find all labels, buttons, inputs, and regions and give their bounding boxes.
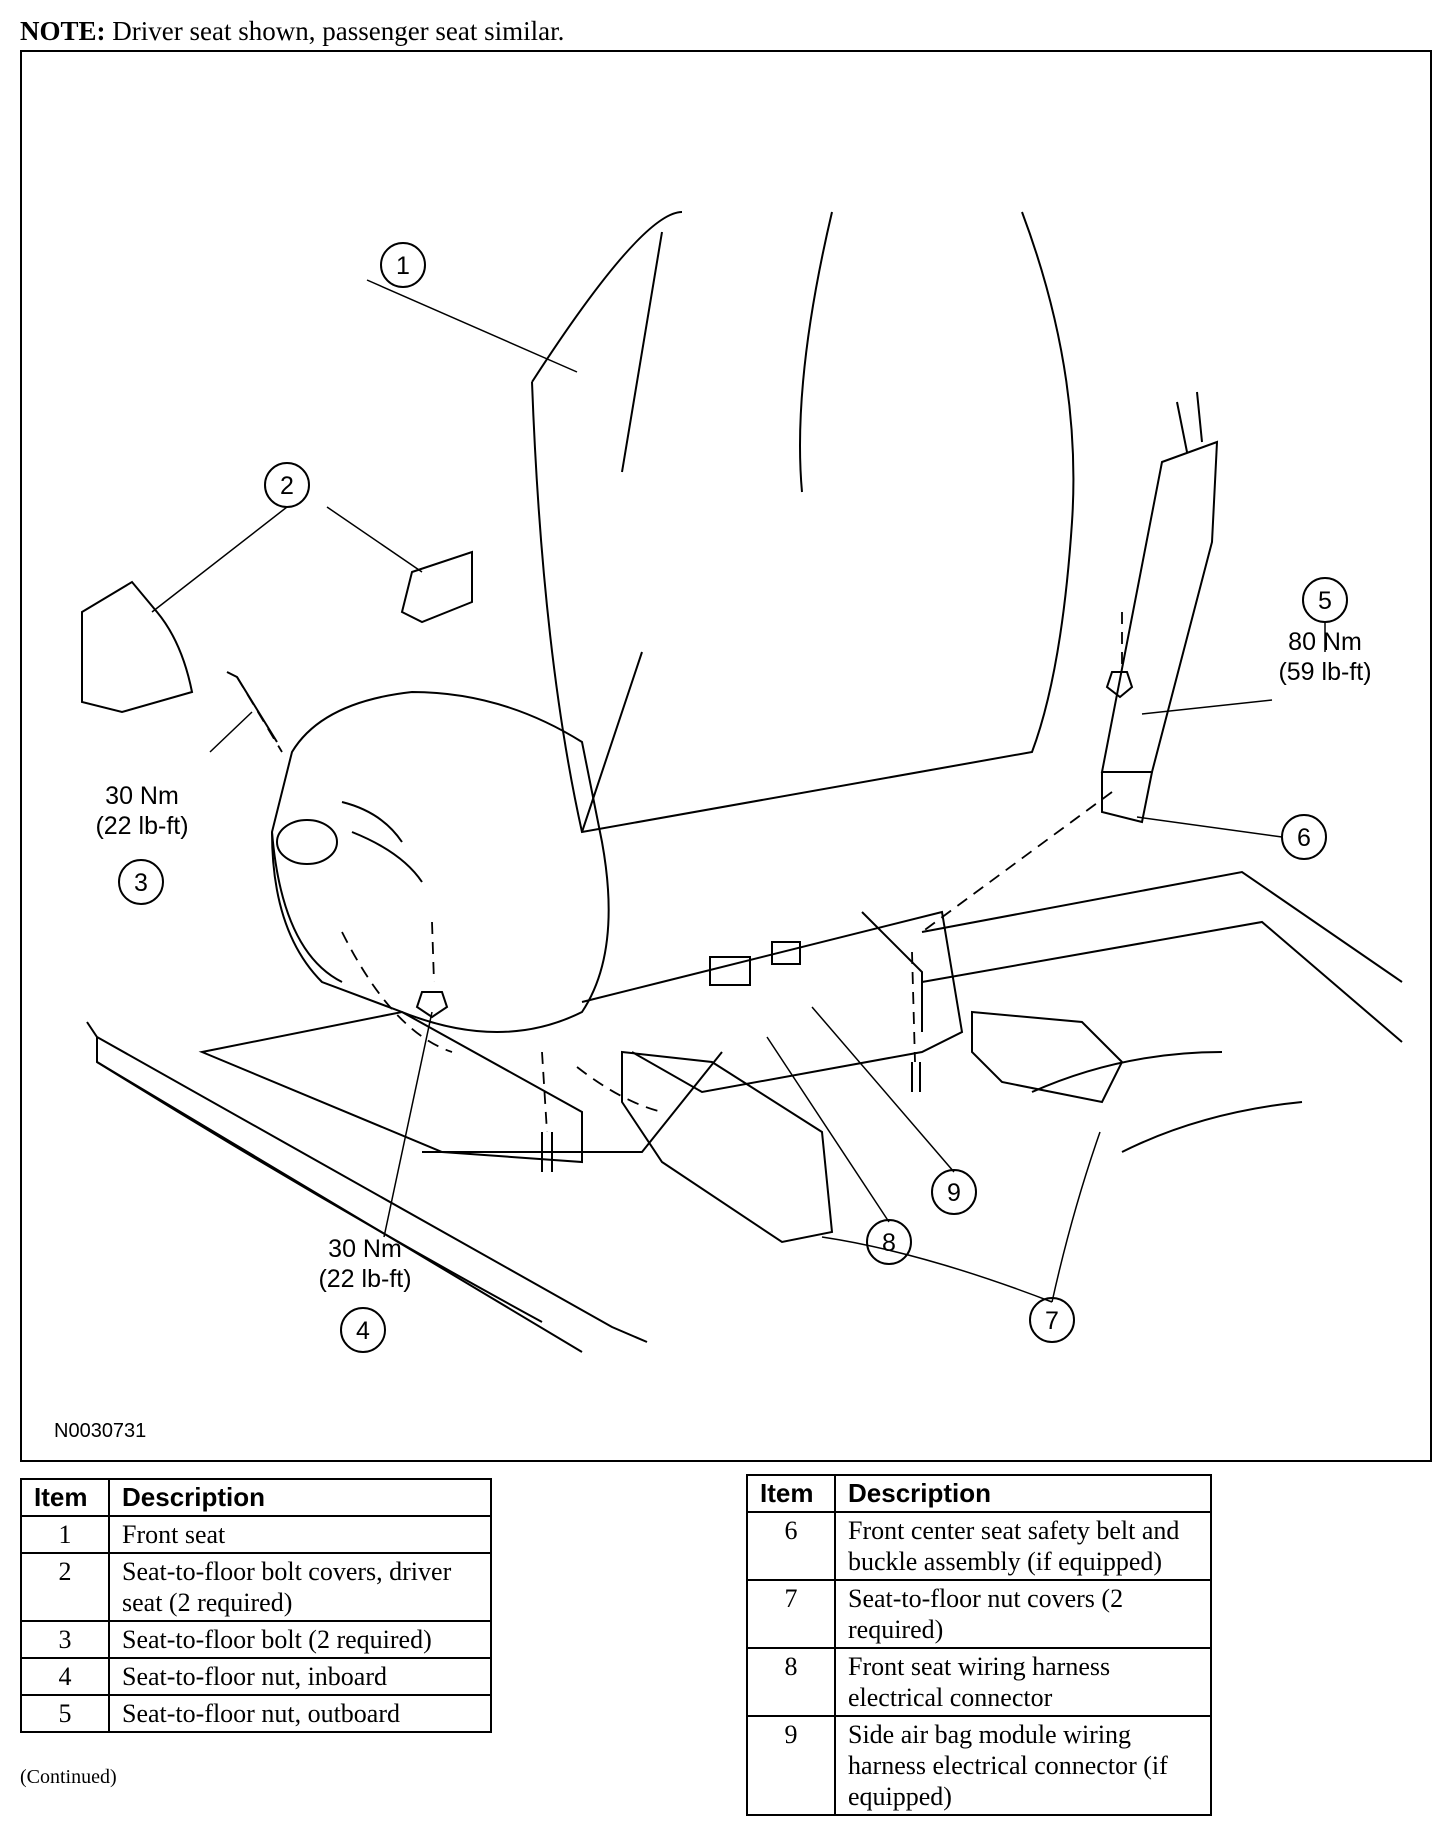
torque-bolt-metric: 30 Nm xyxy=(105,782,179,810)
torque-nut-inboard-metric: 30 Nm xyxy=(328,1235,402,1263)
header-item: Item xyxy=(20,1478,110,1517)
item-number: 3 xyxy=(20,1620,110,1659)
item-description: Front center seat safety belt and buckle… xyxy=(834,1511,1212,1581)
item-description: Seat-to-floor nut, outboard xyxy=(108,1694,492,1733)
item-description: Side air bag module wiring harness elect… xyxy=(834,1715,1212,1816)
header-description: Description xyxy=(108,1478,492,1517)
callout-3: 3 xyxy=(134,869,148,897)
continued-note: (Continued) xyxy=(20,1766,117,1788)
item-number: 2 xyxy=(20,1552,110,1622)
item-description: Seat-to-floor bolt covers, driver seat (… xyxy=(108,1552,492,1622)
note-label: NOTE: xyxy=(20,16,106,46)
floor-rail xyxy=(86,1021,648,1353)
nut-5 xyxy=(1105,671,1134,699)
bolt-cover-left xyxy=(81,580,194,714)
floor-carpet xyxy=(921,870,1403,1153)
table-header-row: Item Description xyxy=(20,1478,492,1517)
table-header-row: Item Description xyxy=(746,1474,1212,1513)
callout-1: 1 xyxy=(396,252,410,280)
torque-nut-inboard-imperial: (22 lb-ft) xyxy=(318,1265,411,1293)
leader-lines xyxy=(151,279,1326,1303)
seat-drawing: 1 2 3 4 5 6 7 8 9 30 Nm (22 lb-ft) 30 Nm… xyxy=(54,211,1403,1442)
item-description: Seat-to-floor nut, inboard xyxy=(108,1657,492,1696)
item-number: 8 xyxy=(746,1647,836,1717)
bolt-cover-right xyxy=(400,550,473,624)
seat-belt xyxy=(1100,391,1219,773)
item-number: 6 xyxy=(746,1511,836,1581)
callout-6: 6 xyxy=(1297,824,1311,852)
seat-control xyxy=(276,819,338,865)
nut-cover-right xyxy=(971,1010,1124,1104)
item-number: 5 xyxy=(20,1694,110,1733)
header-item: Item xyxy=(746,1474,836,1513)
note-text: Driver seat shown, passenger seat simila… xyxy=(112,16,565,46)
callout-5: 5 xyxy=(1318,587,1332,615)
torque-bolt-imperial: (22 lb-ft) xyxy=(95,812,188,840)
callout-8: 8 xyxy=(882,1229,896,1257)
item-number: 4 xyxy=(20,1657,110,1696)
item-description: Front seat wiring harness electrical con… xyxy=(834,1647,1212,1717)
note-line: NOTE: Driver seat shown, passenger seat … xyxy=(20,16,564,47)
callout-4: 4 xyxy=(356,1317,370,1345)
connector-8 xyxy=(709,956,751,986)
nut-cover-center xyxy=(621,1050,834,1244)
item-number: 9 xyxy=(746,1715,836,1816)
seat-cushion xyxy=(270,690,610,1033)
seat-riser xyxy=(581,910,964,1094)
item-description: Seat-to-floor nut covers (2 required) xyxy=(834,1579,1212,1649)
alignment-lines xyxy=(236,612,1123,1133)
nut-4 xyxy=(415,991,449,1019)
callout-circles xyxy=(118,242,1348,1353)
stud-right xyxy=(911,1062,921,1092)
item-description: Front seat xyxy=(108,1515,492,1554)
item-description: Seat-to-floor bolt (2 required) xyxy=(108,1620,492,1659)
header-description: Description xyxy=(834,1474,1212,1513)
item-number: 1 xyxy=(20,1515,110,1554)
figure-id: N0030731 xyxy=(54,1420,146,1442)
torque-nut-outboard-imperial: (59 lb-ft) xyxy=(1278,658,1371,686)
callout-9: 9 xyxy=(947,1179,961,1207)
seat-back xyxy=(531,211,1075,834)
seat-illustration: 1 2 3 4 5 6 7 8 9 30 Nm (22 lb-ft) 30 Nm… xyxy=(20,50,1432,1462)
callout-7: 7 xyxy=(1045,1307,1059,1335)
torque-nut-outboard-metric: 80 Nm xyxy=(1288,628,1362,656)
item-number: 7 xyxy=(746,1579,836,1649)
stud-left xyxy=(541,1132,553,1172)
connector-9 xyxy=(771,941,801,965)
callout-2: 2 xyxy=(280,472,294,500)
